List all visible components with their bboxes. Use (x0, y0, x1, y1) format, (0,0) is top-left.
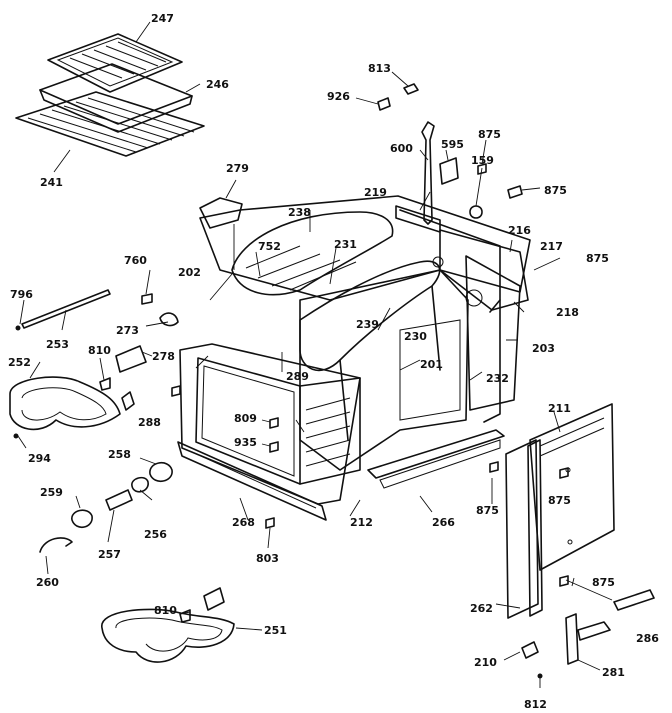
label-288: 288 (138, 416, 161, 429)
label-262: 262 (470, 602, 493, 615)
broil-element-252 (9, 376, 121, 431)
label-752: 752 (258, 240, 281, 253)
label-281: 281 (602, 666, 625, 679)
label-875-f: 875 (592, 576, 615, 589)
label-259: 259 (40, 486, 63, 499)
oven-cabinet (199, 195, 531, 489)
label-211: 211 (548, 402, 571, 415)
bake-element-251 (101, 608, 235, 663)
label-289: 289 (286, 370, 309, 383)
label-159: 159 (471, 154, 494, 167)
oven-front-frame (179, 343, 361, 505)
label-875-c: 875 (586, 252, 609, 265)
label-203: 203 (532, 342, 555, 355)
part-159-grommet (469, 205, 483, 219)
part-875-screw-a (477, 163, 487, 175)
part-281-hinge (565, 613, 579, 665)
label-201: 201 (420, 358, 443, 371)
part-210-cap (521, 641, 539, 659)
part-258-disc (149, 462, 173, 482)
part-253-rod (21, 289, 111, 329)
label-217: 217 (540, 240, 563, 253)
part-273-bracket (159, 312, 179, 327)
label-251: 251 (264, 624, 287, 637)
label-935: 935 (234, 436, 257, 449)
label-216: 216 (508, 224, 531, 237)
label-812: 812 (524, 698, 547, 711)
part-926-screw (377, 97, 391, 111)
part-803-screw (265, 517, 275, 529)
part-875-screw-e (489, 461, 499, 473)
trim-262 (505, 439, 539, 619)
label-875-d: 875 (548, 494, 571, 507)
label-278: 278 (152, 350, 175, 363)
label-246: 246 (206, 78, 229, 91)
part-278-bracket (115, 345, 147, 373)
label-239: 239 (356, 318, 379, 331)
part-257-shaft (105, 489, 133, 511)
label-810-a: 810 (88, 344, 111, 357)
part-813-clip (403, 83, 419, 95)
broiler-pan (39, 63, 193, 133)
part-760-screw (141, 293, 153, 305)
vent-279 (199, 197, 243, 229)
insulation-238 (231, 211, 394, 296)
label-238: 238 (288, 206, 311, 219)
label-809: 809 (234, 412, 257, 425)
label-926: 926 (327, 90, 350, 103)
label-212: 212 (350, 516, 373, 529)
part-256-knob (131, 476, 149, 493)
oven-liner-230 (299, 260, 441, 441)
label-266: 266 (432, 516, 455, 529)
part-259-knob (71, 509, 93, 528)
part-288-screw (171, 385, 181, 397)
label-875-b: 875 (544, 184, 567, 197)
label-253: 253 (46, 338, 69, 351)
part-875-screw-f (559, 575, 569, 587)
label-810-b: 810 (154, 604, 177, 617)
label-600: 600 (390, 142, 413, 155)
part-875-screw-d (559, 467, 569, 479)
label-202: 202 (178, 266, 201, 279)
label-760: 760 (124, 254, 147, 267)
label-231: 231 (334, 238, 357, 251)
label-232: 232 (486, 372, 509, 385)
label-803: 803 (256, 552, 279, 565)
part-875-screw-b (507, 185, 523, 199)
broiler-pan-insert (47, 33, 183, 93)
part-600-thermostat-bulb (421, 121, 435, 225)
label-219: 219 (364, 186, 387, 199)
kick-panel-268 (177, 441, 327, 521)
label-268: 268 (232, 516, 255, 529)
label-257: 257 (98, 548, 121, 561)
part-260-clip (39, 537, 73, 553)
label-875-a: 875 (478, 128, 501, 141)
label-230: 230 (404, 330, 427, 343)
part-labels: 247 246 241 813 926 600 595 875 159 875 … (8, 12, 659, 711)
label-875-e: 875 (476, 504, 499, 517)
side-panel-211 (529, 403, 615, 571)
part-286-handle (613, 589, 655, 611)
label-796: 796 (10, 288, 33, 301)
part-595-bracket (439, 157, 459, 185)
label-252: 252 (8, 356, 31, 369)
label-294: 294 (28, 452, 51, 465)
label-279: 279 (226, 162, 249, 175)
label-813: 813 (368, 62, 391, 75)
label-218: 218 (556, 306, 579, 319)
label-241: 241 (40, 176, 63, 189)
label-256: 256 (144, 528, 167, 541)
label-247: 247 (151, 12, 174, 25)
label-210: 210 (474, 656, 497, 669)
part-810-screw-a (99, 377, 111, 391)
label-286: 286 (636, 632, 659, 645)
label-595: 595 (441, 138, 464, 151)
label-273: 273 (116, 324, 139, 337)
label-258: 258 (108, 448, 131, 461)
part-810-screw-b (179, 609, 191, 623)
oven-rack (15, 91, 205, 157)
label-260: 260 (36, 576, 59, 589)
